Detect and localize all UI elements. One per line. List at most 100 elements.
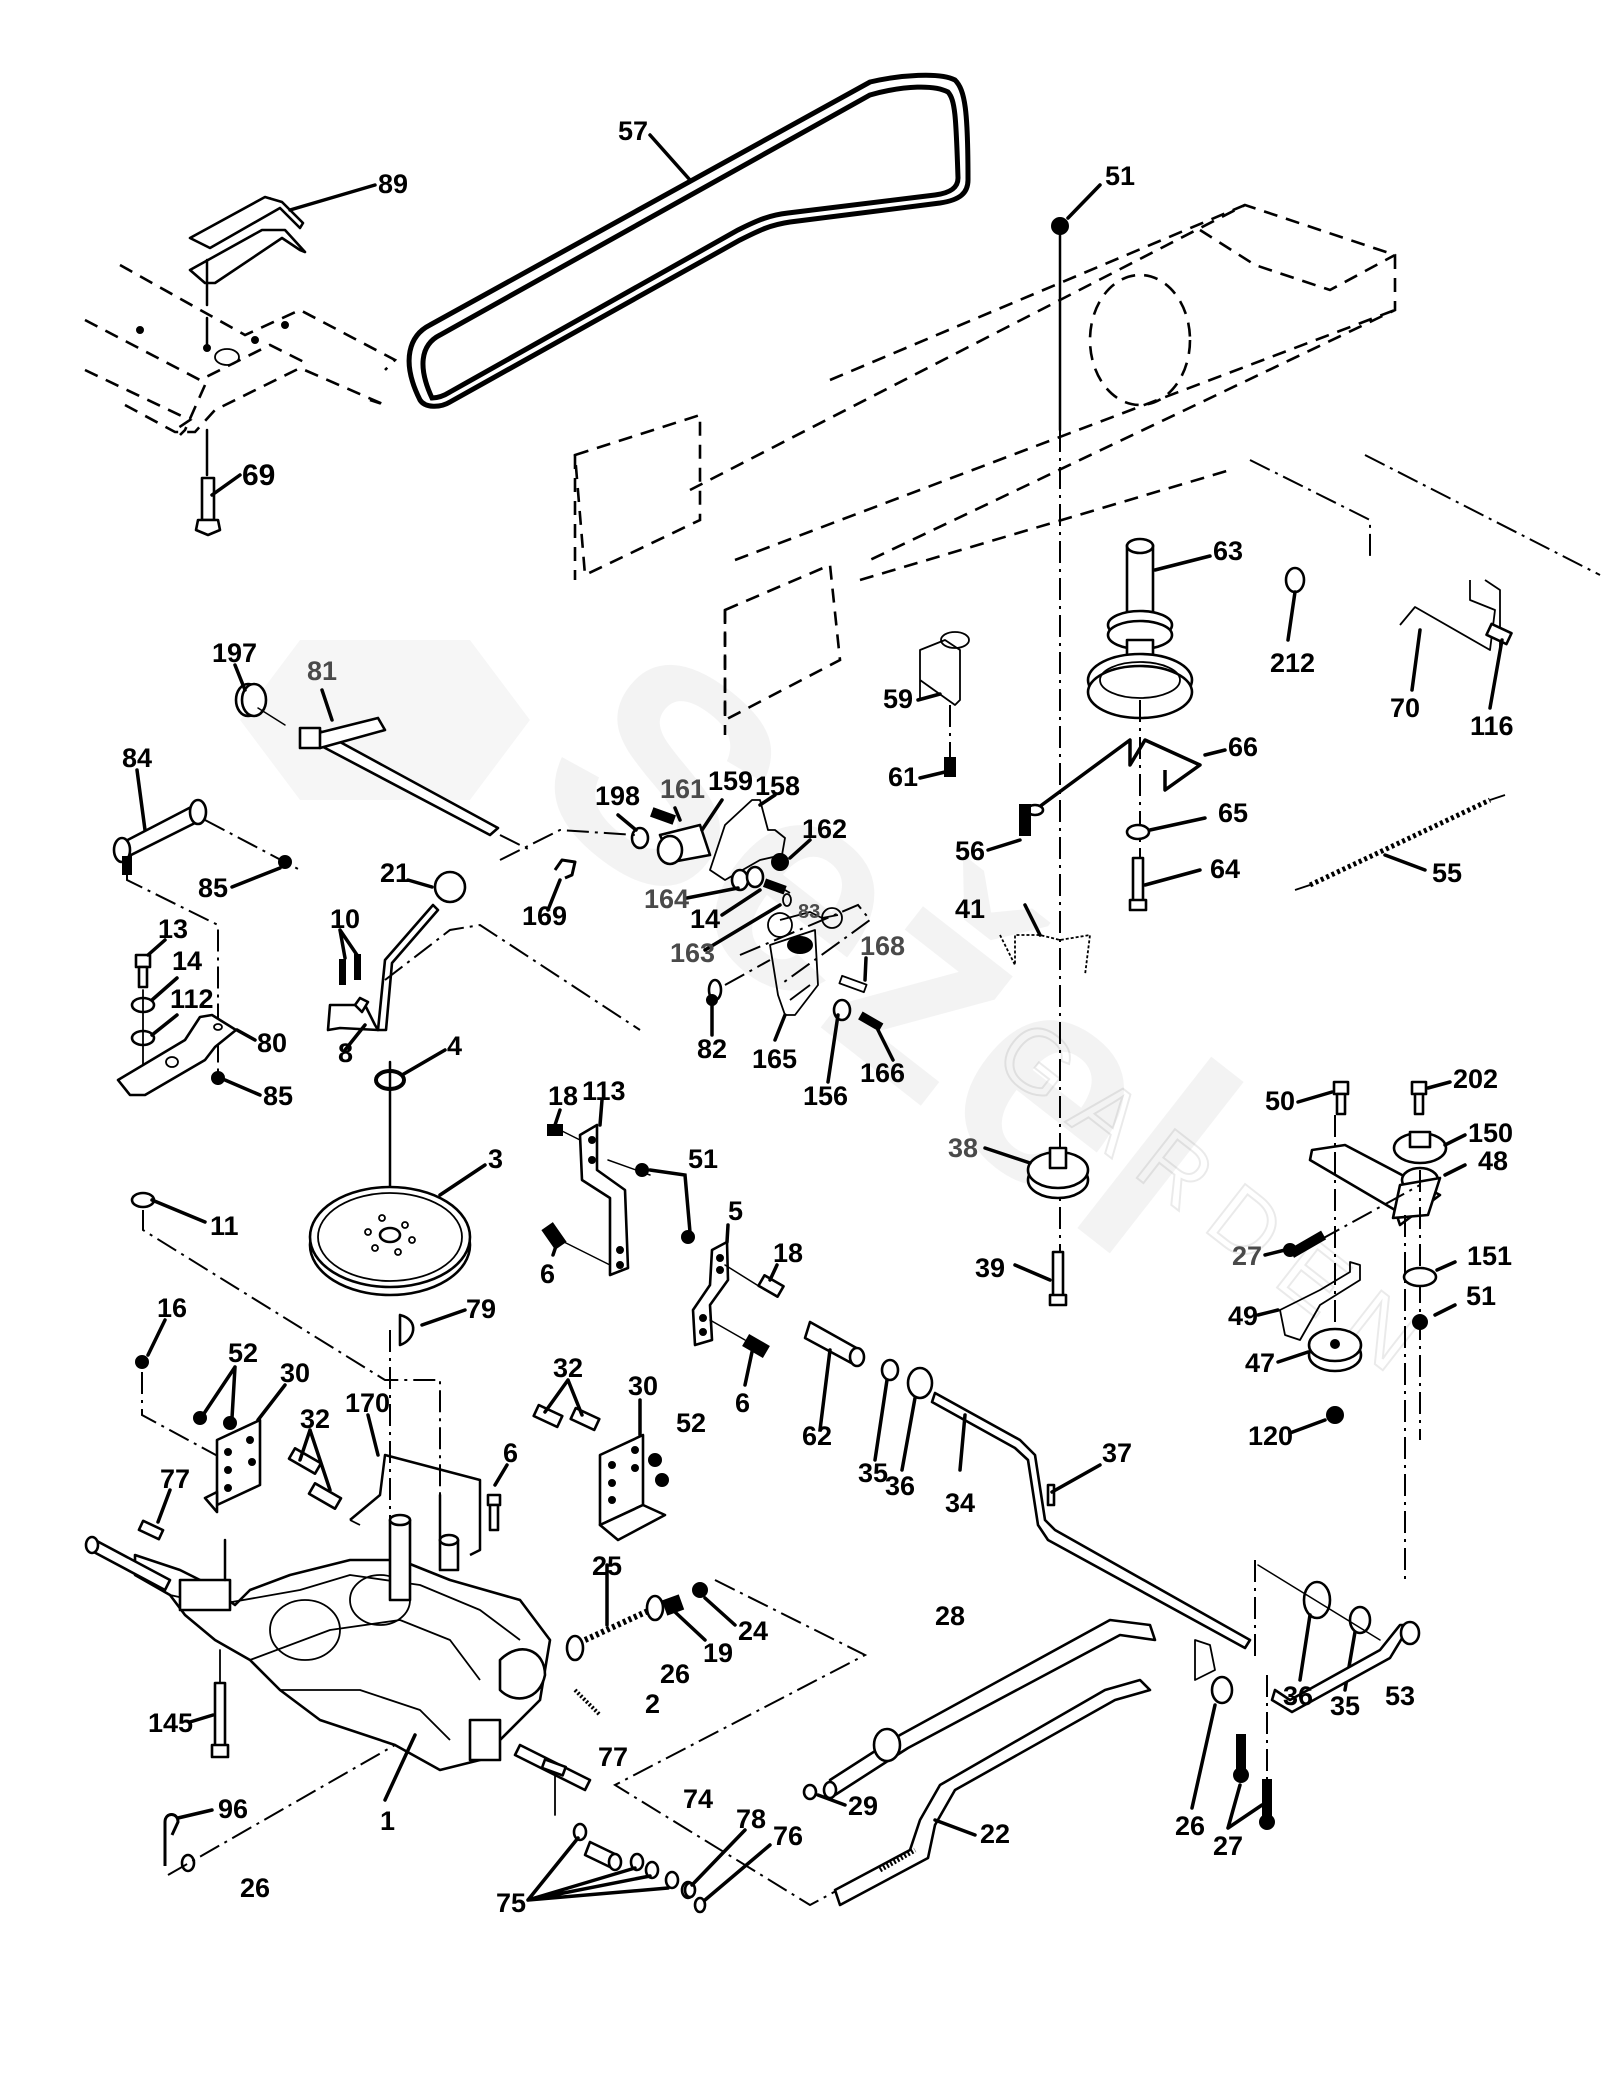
part-spring-55[interactable] — [1294, 794, 1506, 891]
part-nut-51-mid[interactable] — [635, 1163, 695, 1244]
part-bolt-64[interactable] — [1128, 856, 1148, 912]
callout-150[interactable]: 150 — [1468, 1118, 1513, 1148]
part-rod-170[interactable] — [349, 1453, 482, 1557]
callout-14-b[interactable]: 14 — [172, 946, 202, 976]
part-bolt-56[interactable] — [1019, 804, 1031, 836]
part-belt-keeper-59[interactable] — [919, 631, 970, 706]
callout-29[interactable]: 29 — [848, 1791, 878, 1821]
callout-6-b[interactable]: 6 — [735, 1388, 750, 1418]
callout-11[interactable]: 11 — [210, 1211, 239, 1241]
callout-34[interactable]: 34 — [945, 1488, 975, 1518]
part-bracket-165[interactable] — [769, 929, 819, 1016]
part-bolt-116[interactable] — [1485, 622, 1513, 646]
part-spring-2[interactable] — [573, 1688, 602, 1717]
part-bracket-159[interactable] — [656, 823, 712, 866]
part-bolt-32-b[interactable] — [532, 1403, 601, 1432]
callout-76[interactable]: 76 — [773, 1821, 803, 1851]
callout-156[interactable]: 156 — [803, 1081, 848, 1111]
callout-4[interactable]: 4 — [447, 1031, 462, 1061]
part-washer-65[interactable] — [1125, 823, 1151, 841]
callout-30-b[interactable]: 30 — [628, 1371, 658, 1401]
callout-70[interactable]: 70 — [1390, 693, 1420, 723]
part-washer-36-b[interactable] — [1302, 1580, 1332, 1620]
callout-25[interactable]: 25 — [592, 1551, 622, 1581]
part-key-77-b[interactable] — [540, 1758, 568, 1777]
callout-75[interactable]: 75 — [496, 1888, 526, 1918]
callout-26-c[interactable]: 26 — [1175, 1811, 1205, 1841]
part-nut-162[interactable] — [771, 853, 789, 871]
part-bolt-161[interactable] — [650, 807, 676, 825]
part-nut-19[interactable] — [661, 1594, 685, 1616]
callout-145[interactable]: 145 — [148, 1708, 193, 1738]
callout-66[interactable]: 66 — [1228, 732, 1258, 762]
callout-85-a[interactable]: 85 — [198, 873, 228, 903]
part-transaxle-1[interactable] — [84, 1513, 592, 1792]
callout-202[interactable]: 202 — [1453, 1064, 1498, 1094]
callout-47[interactable]: 47 — [1245, 1348, 1275, 1378]
callout-26-b[interactable]: 26 — [240, 1873, 270, 1903]
callout-37[interactable]: 37 — [1102, 1438, 1132, 1468]
callout-162[interactable]: 162 — [802, 814, 847, 844]
callout-61[interactable]: 61 — [888, 762, 918, 792]
part-bracket-30-b[interactable] — [598, 1433, 667, 1542]
callout-62[interactable]: 62 — [802, 1421, 832, 1451]
callout-10[interactable]: 10 — [330, 904, 360, 934]
callout-52-b[interactable]: 52 — [676, 1408, 706, 1438]
callout-14-a[interactable]: 14 — [690, 904, 720, 934]
callout-55[interactable]: 55 — [1432, 858, 1462, 888]
part-screw-52-b[interactable] — [648, 1453, 669, 1487]
part-spacer-74[interactable] — [583, 1840, 623, 1872]
part-nut-85-b[interactable] — [211, 1071, 225, 1085]
callout-212[interactable]: 212 — [1270, 648, 1315, 678]
callout-169[interactable]: 169 — [522, 901, 567, 931]
callout-32-b[interactable]: 32 — [553, 1353, 583, 1383]
part-bolt-32-a[interactable] — [287, 1447, 343, 1510]
callout-166[interactable]: 166 — [860, 1058, 905, 1088]
callout-38[interactable]: 38 — [948, 1133, 978, 1163]
callout-165[interactable]: 165 — [752, 1044, 797, 1074]
callout-63[interactable]: 63 — [1213, 536, 1243, 566]
callout-6-a[interactable]: 6 — [540, 1259, 555, 1289]
part-rod-34[interactable] — [930, 1391, 1252, 1650]
callout-8[interactable]: 8 — [338, 1038, 353, 1068]
part-spring-169[interactable] — [553, 858, 577, 880]
callout-51-top[interactable]: 51 — [1105, 161, 1135, 191]
callout-16[interactable]: 16 — [157, 1293, 187, 1323]
callout-52-a[interactable]: 52 — [228, 1338, 258, 1368]
part-idler-arm-48[interactable] — [1308, 1143, 1442, 1227]
callout-3[interactable]: 3 — [488, 1144, 503, 1174]
callout-113[interactable]: 113 — [582, 1076, 626, 1106]
part-spring-25[interactable] — [583, 1607, 652, 1643]
callout-112[interactable]: 112 — [170, 984, 214, 1014]
callout-79[interactable]: 79 — [466, 1294, 496, 1324]
part-shift-plate-89[interactable] — [188, 195, 307, 285]
callout-170[interactable]: 170 — [345, 1388, 390, 1418]
part-knob-21[interactable] — [433, 870, 467, 904]
callout-120[interactable]: 120 — [1248, 1421, 1293, 1451]
part-washer-35-a[interactable] — [880, 1358, 900, 1382]
part-key-77-a[interactable] — [137, 1519, 165, 1541]
callout-24[interactable]: 24 — [738, 1616, 768, 1646]
part-bolt-168[interactable] — [838, 974, 868, 994]
part-belt-57[interactable] — [406, 72, 971, 409]
callout-36-b[interactable]: 36 — [1283, 1681, 1313, 1711]
part-bracket-113[interactable] — [578, 1123, 630, 1277]
part-bushing-62[interactable] — [803, 1320, 866, 1368]
part-nut-212[interactable] — [1284, 566, 1306, 594]
callout-35-a[interactable]: 35 — [858, 1458, 888, 1488]
callout-48[interactable]: 48 — [1478, 1146, 1508, 1176]
callout-27-a[interactable]: 27 — [1232, 1241, 1262, 1271]
part-pulley-38[interactable] — [1026, 1146, 1090, 1200]
part-pin-37[interactable] — [1046, 1483, 1056, 1507]
callout-2[interactable]: 2 — [645, 1689, 660, 1719]
callout-39[interactable]: 39 — [975, 1253, 1005, 1283]
part-bolt-6-b[interactable] — [742, 1333, 770, 1359]
part-bolt-18-b[interactable] — [757, 1274, 785, 1298]
callout-57[interactable]: 57 — [618, 116, 648, 146]
part-screw-10[interactable] — [339, 954, 361, 985]
callout-89[interactable]: 89 — [378, 169, 408, 199]
part-rod-28[interactable] — [822, 1618, 1157, 1800]
part-pulley-47[interactable] — [1307, 1327, 1363, 1373]
part-screw-61[interactable] — [944, 757, 956, 777]
callout-30-a[interactable]: 30 — [280, 1358, 310, 1388]
